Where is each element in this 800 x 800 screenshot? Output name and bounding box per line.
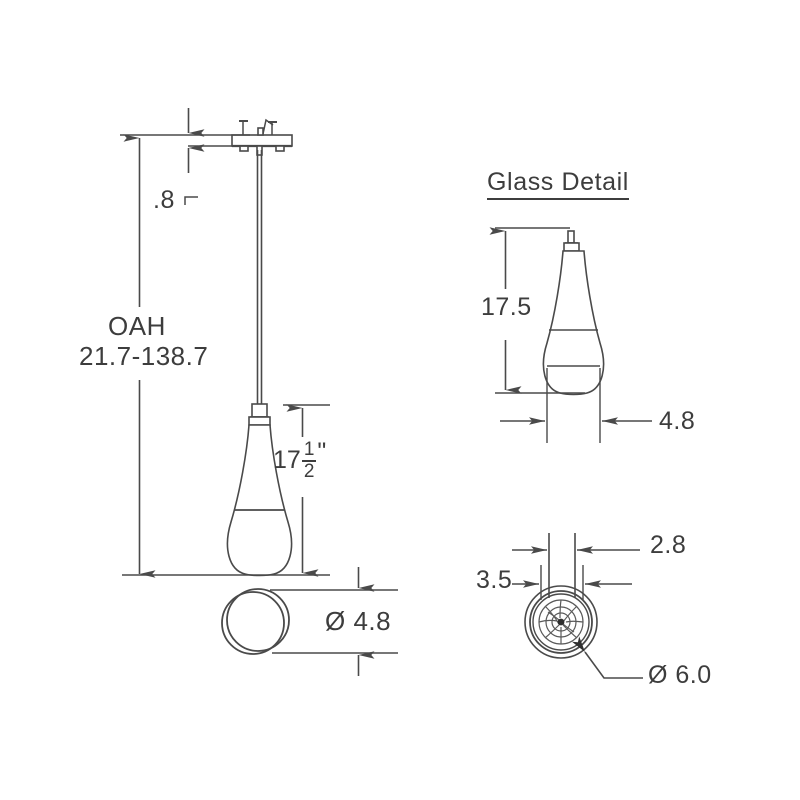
glass-detail-title-text: Glass Detail bbox=[487, 170, 629, 200]
socket-diameter-dimension: Ø 6.0 bbox=[648, 661, 712, 689]
dimension-socket-3-5 bbox=[512, 565, 632, 600]
socket-top-dimension: 2.8 bbox=[650, 531, 687, 559]
canopy-height-dimension: .8 bbox=[153, 186, 175, 214]
socket-detail-shape bbox=[524, 533, 598, 659]
fraction-bar bbox=[301, 459, 317, 462]
glass-socket-connector bbox=[248, 403, 271, 426]
glass-length-whole: 17 bbox=[273, 446, 301, 475]
glass-detail-width-dimension: 4.8 bbox=[659, 407, 696, 435]
glass-detail-shape bbox=[542, 230, 605, 396]
dimension-glass-detail-height bbox=[489, 227, 585, 394]
fraction-denominator: 2 bbox=[303, 460, 315, 482]
leader-socket-diameter bbox=[571, 636, 643, 679]
plan-diameter-dimension: Ø 4.8 bbox=[325, 606, 392, 636]
dimension-oah bbox=[122, 134, 330, 578]
dimension-glass-length bbox=[283, 404, 330, 577]
canopy-assembly bbox=[231, 118, 293, 156]
plan-view-circles bbox=[221, 588, 290, 655]
inch-mark: " bbox=[317, 438, 327, 466]
dimension-glass-detail-width bbox=[500, 368, 652, 443]
glass-length-fraction: 1 2 bbox=[301, 439, 317, 482]
suspension-cable bbox=[256, 150, 263, 404]
oah-label: OAH bbox=[108, 311, 166, 341]
oah-range-value: 21.7-138.7 bbox=[79, 341, 209, 371]
glass-detail-height-dimension: 17.5 bbox=[481, 293, 532, 321]
dimension-canopy-thickness bbox=[120, 108, 250, 205]
dimension-plan-diameter bbox=[270, 567, 398, 676]
socket-left-dimension: 3.5 bbox=[476, 566, 513, 594]
glass-detail-title: Glass Detail bbox=[487, 170, 629, 200]
fraction-numerator: 1 bbox=[303, 439, 315, 460]
glass-length-dimension: 17 1 2 " bbox=[273, 440, 326, 482]
